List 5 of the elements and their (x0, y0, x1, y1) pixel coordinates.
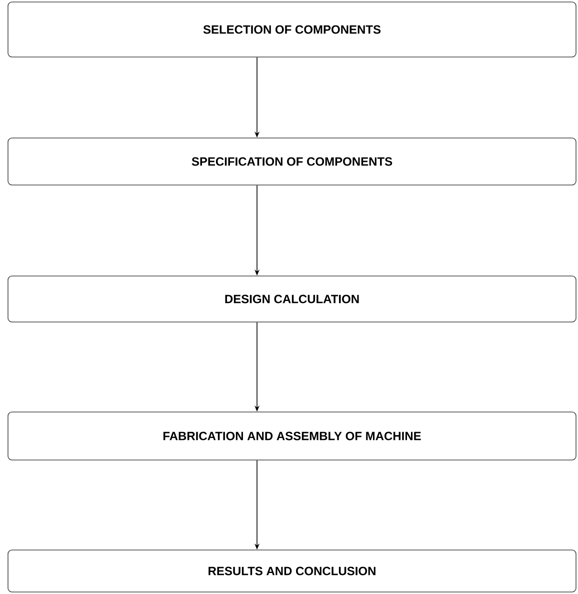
process-box: SELECTION OF COMPONENTS (8, 2, 576, 58)
process-box: RESULTS AND CONCLUSION (8, 550, 576, 592)
process-box: FABRICATION AND ASSEMBLY OF MACHINE (8, 412, 576, 460)
process-box: DESIGN CALCULATION (8, 276, 576, 322)
process-box: SPECIFICATION OF COMPONENTS (8, 138, 576, 186)
